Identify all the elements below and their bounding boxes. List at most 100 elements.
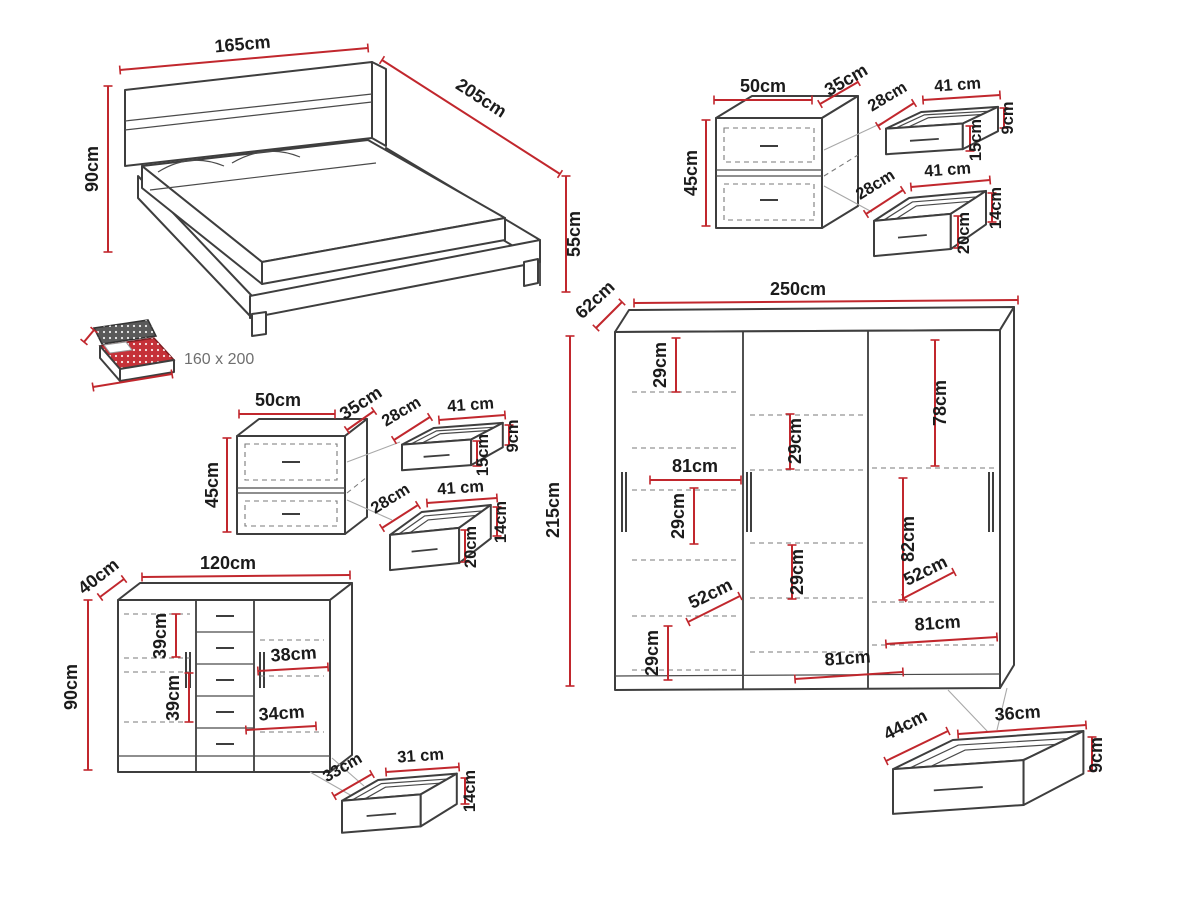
dresser-depth-dim	[96, 574, 128, 602]
mattress-size-icon: 160 x 200	[80, 319, 254, 392]
nightstand-top-dashed-lines	[723, 127, 859, 221]
dresser-height-label: 90cm	[61, 664, 81, 710]
nightstand-left-drawer-split	[237, 487, 345, 494]
wardrobe-door-handles	[621, 472, 994, 532]
nightstand-left-width-label: 50cm	[255, 390, 301, 410]
wardrobe-height-label: 215cm	[543, 482, 563, 538]
nightstand-top-handles	[760, 145, 778, 201]
wardrobe-left-gap-middle-label: 29cm	[668, 493, 688, 539]
wardrobe-right-face	[999, 306, 1015, 689]
dresser-drawer-height-label: 14cm	[461, 770, 479, 812]
bed-foot-leg-left	[251, 311, 267, 337]
ns-top-d1-width-label: 41 cm	[934, 74, 982, 95]
dresser-top-face	[117, 582, 353, 601]
bed-mattress-left	[141, 165, 263, 285]
bed-frame-height-label: 55cm	[564, 211, 584, 257]
dresser-right-shelf-lower-dim	[244, 721, 318, 735]
dresser-drawer-dividers	[118, 631, 330, 757]
wardrobe-left-gap-top-label: 29cm	[650, 342, 670, 388]
nightstand-left: 50cm 35cm 45cm 28cm 41 cm 9cm 15cm 28cm …	[202, 382, 522, 571]
wardrobe-right-width-label: 81cm	[914, 611, 961, 634]
wardrobe-center-width-label: 81cm	[824, 646, 871, 669]
dresser-dashed-lines	[124, 613, 324, 733]
ns-left-d2-depth-dim	[378, 500, 422, 533]
dresser-drawer-width-label: 31 cm	[397, 745, 445, 766]
wardrobe-left-width-label: 81cm	[672, 456, 718, 476]
wardrobe-center-gap-upper-label: 29cm	[785, 418, 805, 464]
dresser-right-shelf-upper-label: 38cm	[270, 642, 317, 665]
ns-left-d1-frontheight-label: 15cm	[474, 434, 492, 476]
nightstand-left-height-label: 45cm	[202, 462, 222, 508]
dresser-column-lines	[195, 600, 255, 772]
ns-left-d2-width-dim	[425, 493, 499, 508]
wardrobe-width-dim	[633, 295, 1019, 308]
wardrobe-shelf-dashed-lines	[632, 391, 996, 671]
dresser-drawer-handles	[216, 615, 234, 745]
nightstand-top-depth-dim	[817, 77, 861, 109]
ns-top-d2-backheight-label: 14cm	[987, 187, 1005, 229]
dresser-door-handles	[185, 652, 265, 688]
nightstand-left-depth-dim	[343, 406, 378, 435]
nightstand-left-depth-label: 35cm	[336, 382, 386, 424]
bed-pillow-lines	[149, 150, 377, 191]
wardrobe-top-face	[614, 306, 1015, 333]
nightstand-left-right-face	[344, 418, 368, 535]
wardrobe-depth-dim	[592, 298, 626, 332]
ns-left-d2-frontheight-label: 20cm	[462, 526, 480, 568]
ns-top-d2-width-dim	[909, 175, 992, 192]
dresser-width-dim	[141, 570, 351, 582]
wardrobe-left-gap-bottom-label: 29cm	[642, 630, 662, 676]
dresser-right-face	[329, 582, 353, 773]
dresser-width-label: 120cm	[200, 553, 256, 573]
wardrobe-right-width-dim	[884, 632, 999, 649]
bed: 165cm 205cm 90cm 55cm	[82, 32, 584, 337]
wardrobe-drawer-height-label: 9cm	[1086, 737, 1106, 773]
wardrobe-drawer-width-label: 36cm	[994, 701, 1041, 724]
dresser-left-gap-upper-label: 39cm	[150, 613, 170, 659]
wardrobe-center-width-dim	[793, 667, 905, 684]
ns-left-d1-width-dim	[437, 410, 507, 425]
mini-bed-pillow	[103, 341, 133, 354]
nightstand-top-drawer-split	[716, 169, 822, 177]
ns-top-d2-frontheight-label: 20cm	[955, 212, 973, 254]
ns-top-d2-width-label: 41 cm	[924, 159, 972, 180]
ns-left-d1-width-label: 41 cm	[447, 394, 495, 415]
mini-bed-width-arrow	[91, 369, 174, 392]
nightstand-top-height-label: 45cm	[681, 150, 701, 196]
dresser-depth-label: 40cm	[74, 554, 123, 598]
dresser-right-shelf-lower-label: 34cm	[258, 701, 305, 724]
wardrobe-drawer-width-dim	[956, 720, 1088, 739]
ns-top-d2-depth-dim	[862, 185, 907, 219]
wardrobe-depth-label: 62cm	[571, 277, 618, 323]
wardrobe-left-shelf-dim	[685, 591, 743, 627]
ns-top-d1-depth-dim	[874, 98, 918, 131]
wardrobe: 62cm 250cm 215cm 29cm 78cm 29cm 81cm 29c…	[543, 277, 1106, 816]
bed-height-label: 90cm	[82, 146, 102, 192]
nightstand-top-right-face	[821, 95, 859, 229]
ns-top-d1-backheight-label: 9cm	[999, 101, 1017, 134]
ns-top-d1-frontheight-label: 15cm	[967, 119, 985, 161]
ns-left-d1-backheight-label: 9cm	[504, 419, 522, 452]
dresser-drawer-width-dim	[384, 762, 461, 777]
wardrobe-right-shelf-dim	[901, 567, 957, 603]
ns-left-d1-depth-dim	[390, 412, 434, 445]
dresser-drawer-depth-dim	[331, 769, 375, 801]
wardrobe-right-top-label: 78cm	[930, 380, 950, 426]
dresser-left-gap-lower-label: 39cm	[163, 675, 183, 721]
wardrobe-drawer-depth-dim	[883, 726, 951, 766]
bed-length-label: 205cm	[452, 74, 510, 121]
nightstand-left-handles	[282, 461, 300, 515]
bed-foot-leg-right	[523, 258, 539, 287]
bed-length-dim-line	[378, 55, 564, 179]
wardrobe-door-lines	[742, 331, 869, 689]
wardrobe-center-gap-lower-label: 29cm	[787, 549, 807, 595]
bed-headboard-side	[371, 61, 387, 147]
dresser-right-shelf-upper-dim	[256, 662, 330, 676]
ns-left-d2-backheight-label: 14cm	[492, 501, 510, 543]
bed-width-label: 165cm	[214, 32, 272, 57]
mini-bed-headboard-dots	[94, 320, 156, 344]
dresser: 120cm 40cm 90cm 39cm 39cm 38cm 34cm 33cm…	[61, 553, 479, 834]
bed-width-dim-line	[118, 43, 370, 75]
